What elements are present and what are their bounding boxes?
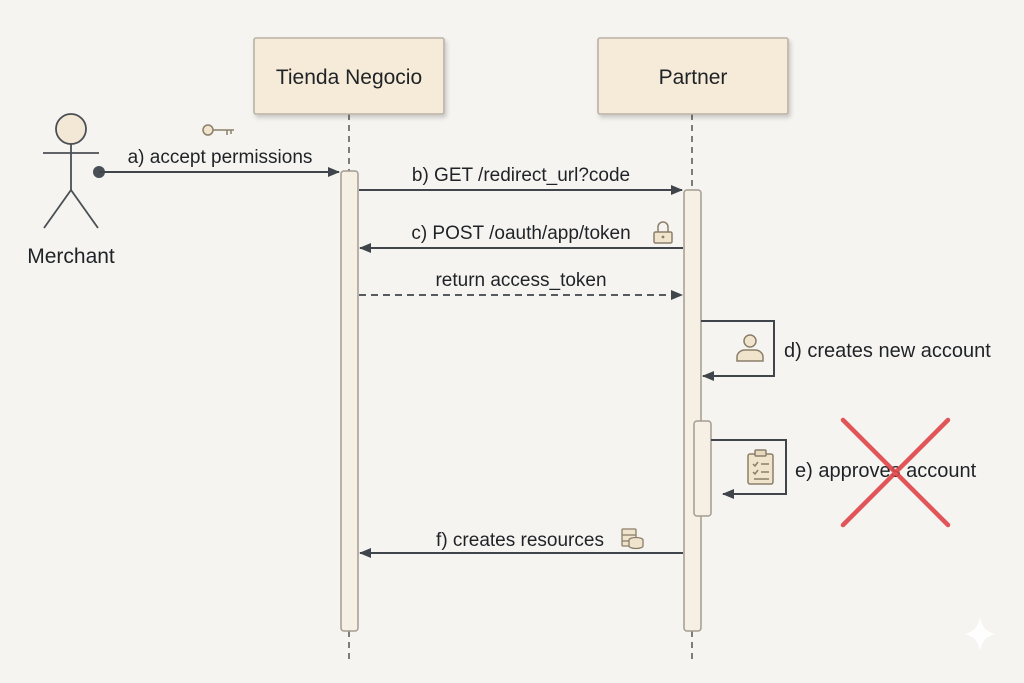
actor-merchant [43, 113, 99, 229]
sparkle-icon [964, 616, 996, 652]
actor-head [55, 113, 87, 145]
clipboard-checklist-icon [747, 449, 774, 485]
participant-tienda-label: Tienda Negocio [276, 66, 422, 89]
red-x-icon [840, 417, 951, 528]
message-f-label: f) creates resources [436, 530, 604, 551]
message-d-arrow [701, 320, 775, 381]
message-e-label: e) approves account [795, 460, 977, 482]
message-e-arrow [711, 439, 787, 499]
lock-icon [653, 221, 673, 244]
message-c-label: c) POST /oauth/app/token [411, 223, 630, 244]
activation-bar-partner [683, 189, 702, 632]
activation-bar-tienda [340, 170, 359, 632]
message-d-label: d) creates new account [784, 340, 991, 362]
actor-merchant-label: Merchant [27, 245, 115, 268]
activation-bar-partner-nested [693, 420, 712, 517]
participant-partner-label: Partner [659, 66, 728, 89]
message-a-label: a) accept permissions [128, 147, 313, 168]
user-icon [736, 334, 764, 362]
participant-partner: Partner [597, 37, 789, 115]
message-b-label: b) GET /redirect_url?code [412, 165, 630, 186]
key-icon [202, 124, 234, 136]
database-icon [621, 528, 644, 550]
participant-tienda: Tienda Negocio [253, 37, 445, 115]
message-return-label: return access_token [435, 270, 606, 291]
